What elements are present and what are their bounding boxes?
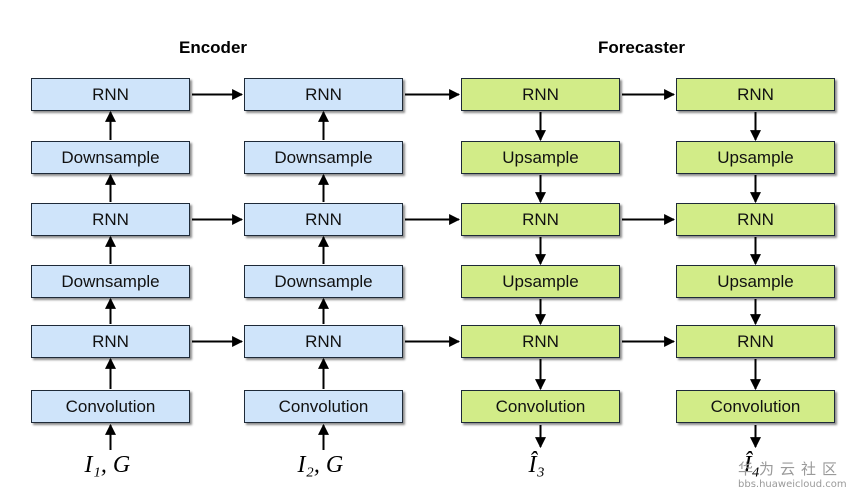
watermark-text: 华为云社区 [738, 460, 844, 478]
forecaster-col3-rnn-node: RNN [461, 203, 620, 236]
forecaster-col3-convolution-node: Convolution [461, 390, 620, 423]
forecaster-col4-rnn-node: RNN [676, 325, 835, 358]
encoder-header: Encoder [179, 38, 248, 57]
forecaster-col4-rnn-node: RNN [676, 203, 835, 236]
encoder-col1-downsample-node: Downsample [31, 265, 190, 298]
encoder-col1-convolution-node: Convolution [31, 390, 190, 423]
forecaster-header: Forecaster [598, 38, 685, 57]
encoder-col2-rnn-node: RNN [244, 78, 403, 111]
forecaster-col3-upsample-node: Upsample [461, 265, 620, 298]
encoder-col2-downsample-node: Downsample [244, 265, 403, 298]
forecaster-col3-upsample-node: Upsample [461, 141, 620, 174]
forecaster-col3-rnn-node: RNN [461, 78, 620, 111]
encoder-col2-convolution-node: Convolution [244, 390, 403, 423]
watermark-url: bbs.huaweicloud.com [738, 479, 847, 490]
col1-input-label: I₁, G [84, 452, 131, 478]
watermark: 华为云社区 bbs.huaweicloud.com [738, 458, 847, 490]
arrows-layer [105, 89, 761, 450]
encoder-col1-rnn-node: RNN [31, 325, 190, 358]
forecaster-col4-convolution-node: Convolution [676, 390, 835, 423]
encoder-col2-downsample-node: Downsample [244, 141, 403, 174]
encoder-col1-downsample-node: Downsample [31, 141, 190, 174]
encoder-col1-rnn-node: RNN [31, 78, 190, 111]
encoder-col2-rnn-node: RNN [244, 325, 403, 358]
forecaster-col4-rnn-node: RNN [676, 78, 835, 111]
forecaster-col4-upsample-node: Upsample [676, 265, 835, 298]
col3-output-label: Î₃ [528, 452, 545, 478]
col4-output-label: Î₄ [743, 452, 760, 478]
col2-input-label: I₂, G [297, 452, 344, 478]
forecaster-col4-upsample-node: Upsample [676, 141, 835, 174]
encoder-col1-rnn-node: RNN [31, 203, 190, 236]
encoder-col2-rnn-node: RNN [244, 203, 403, 236]
forecaster-col3-rnn-node: RNN [461, 325, 620, 358]
